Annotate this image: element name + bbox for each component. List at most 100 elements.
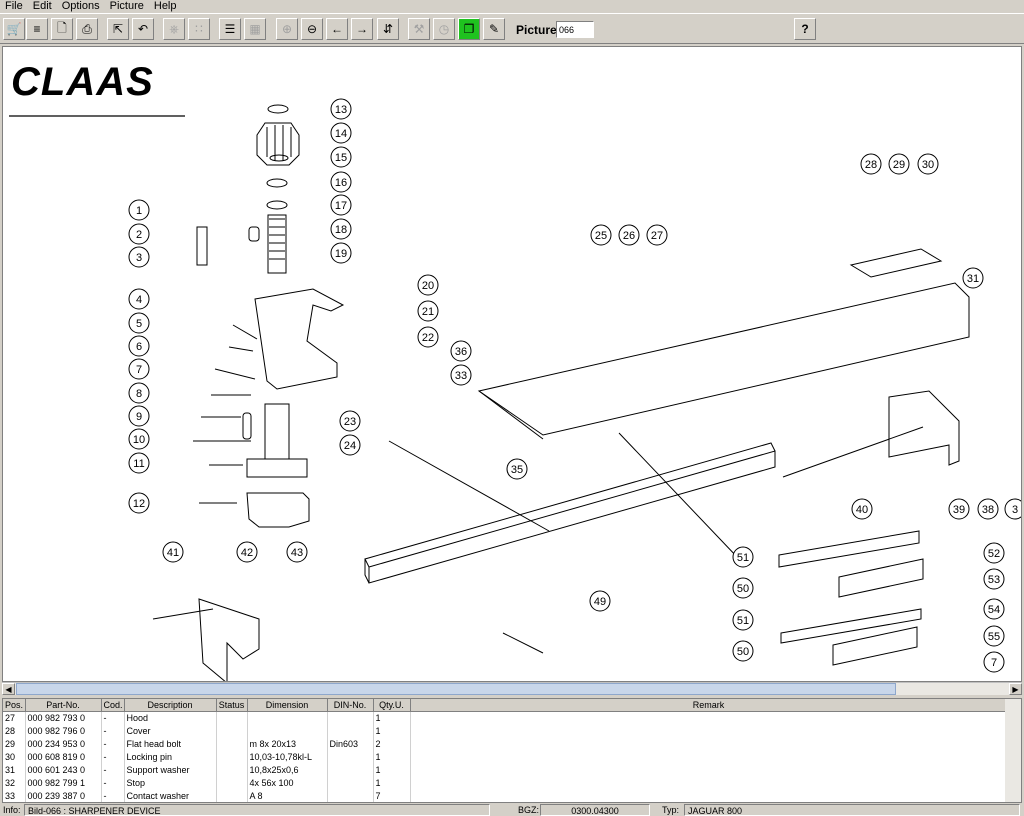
print-icon[interactable]: ⎙ [76,18,98,40]
menu-help[interactable]: Help [153,0,177,12]
callout[interactable]: 3 [1004,498,1022,520]
pen-icon[interactable]: ✎ [483,18,505,40]
scroll-right-icon[interactable]: ▶ [1009,683,1022,695]
callout[interactable]: 18 [330,218,352,240]
binoculars-icon[interactable]: ⎈ [163,18,185,40]
grid-icon[interactable]: ▦ [244,18,266,40]
callout[interactable]: 17 [330,194,352,216]
callout[interactable]: 11 [128,452,150,474]
callout[interactable]: 28 [860,153,882,175]
cart-icon[interactable]: 🛒 [3,18,25,40]
export-icon[interactable]: ⇱ [107,18,129,40]
zoom-in-icon[interactable]: ⊕ [276,18,298,40]
arrow-left-icon[interactable]: ← [326,18,348,40]
drawing-canvas[interactable]: CLAAS [2,46,1022,682]
help-button[interactable]: ? [794,18,816,40]
callout[interactable]: 30 [917,153,939,175]
callout[interactable]: 7 [983,651,1005,673]
callout[interactable]: 31 [962,267,984,289]
column-header[interactable]: Cod. [101,699,125,712]
column-header[interactable]: Dimension [247,699,328,712]
callout[interactable]: 55 [983,625,1005,647]
menu-file[interactable]: File [5,0,23,12]
menu-edit[interactable]: Edit [32,0,52,12]
callout[interactable]: 36 [450,340,472,362]
menu-options[interactable]: Options [61,0,100,12]
callout[interactable]: 26 [618,224,640,246]
callout[interactable]: 39 [948,498,970,520]
horizontal-scrollbar[interactable]: ◀ ▶ [2,682,1022,695]
callout[interactable]: 25 [590,224,612,246]
open-document-icon[interactable]: 🗋 [51,18,73,40]
callout[interactable]: 51 [732,546,754,568]
callout[interactable]: 29 [888,153,910,175]
picture-number-input[interactable] [556,21,594,38]
callout[interactable]: 49 [589,590,611,612]
callout[interactable]: 10 [128,428,150,450]
callout[interactable]: 4 [128,288,150,310]
callout[interactable]: 21 [417,300,439,322]
callout[interactable]: 9 [128,405,150,427]
column-header[interactable]: Pos. [3,699,26,712]
callout[interactable]: 52 [983,542,1005,564]
callout[interactable]: 3 [128,246,150,268]
callout[interactable]: 1 [128,199,150,221]
callout[interactable]: 19 [330,242,352,264]
callout[interactable]: 42 [236,541,258,563]
callout[interactable]: 54 [983,598,1005,620]
column-header[interactable]: Qty.U. [373,699,411,712]
callout[interactable]: 5 [128,312,150,334]
callout[interactable]: 38 [977,498,999,520]
callout[interactable]: 16 [330,171,352,193]
callout[interactable]: 23 [339,410,361,432]
arrow-right-icon[interactable]: → [351,18,373,40]
callout[interactable]: 43 [286,541,308,563]
callout[interactable]: 15 [330,146,352,168]
callout[interactable]: 27 [646,224,668,246]
callout[interactable]: 20 [417,274,439,296]
callout[interactable]: 6 [128,335,150,357]
menu-picture[interactable]: Picture [109,0,144,12]
vertical-scrollbar[interactable] [1005,699,1021,802]
zoom-out-icon[interactable]: ⊖ [301,18,323,40]
callout[interactable]: 50 [732,577,754,599]
pages-icon[interactable]: ❐ [458,18,480,40]
callout[interactable]: 14 [330,122,352,144]
tree-icon[interactable]: ∷ [188,18,210,40]
column-header[interactable]: Status [216,699,248,712]
callout[interactable]: 12 [128,492,150,514]
clock-icon[interactable]: ◷ [433,18,455,40]
sort-icon[interactable]: ⇵ [377,18,399,40]
callout[interactable]: 50 [732,640,754,662]
list-icon[interactable]: ≡ [26,18,48,40]
callout[interactable]: 24 [339,434,361,456]
callout[interactable]: 8 [128,382,150,404]
scroll-left-icon[interactable]: ◀ [2,683,15,695]
callout[interactable]: 40 [851,498,873,520]
column-header[interactable]: Remark [410,699,1008,712]
callout[interactable]: 53 [983,568,1005,590]
svg-text:14: 14 [335,128,347,140]
column-header[interactable]: Description [124,699,217,712]
wrench-icon[interactable]: ⚒ [408,18,430,40]
callout[interactable]: 33 [450,364,472,386]
callout[interactable]: 22 [417,326,439,348]
undo-icon[interactable]: ↶ [132,18,154,40]
callout[interactable]: 7 [128,358,150,380]
callout[interactable]: 51 [732,609,754,631]
callout[interactable]: 41 [162,541,184,563]
callout[interactable]: 35 [506,458,528,480]
column-header[interactable]: DIN-No. [327,699,374,712]
callout[interactable]: 2 [128,223,150,245]
scroll-thumb[interactable] [16,683,896,695]
notes-icon[interactable]: ☰ [219,18,241,40]
callout[interactable]: 13 [330,98,352,120]
column-header[interactable]: Part-No. [25,699,102,712]
